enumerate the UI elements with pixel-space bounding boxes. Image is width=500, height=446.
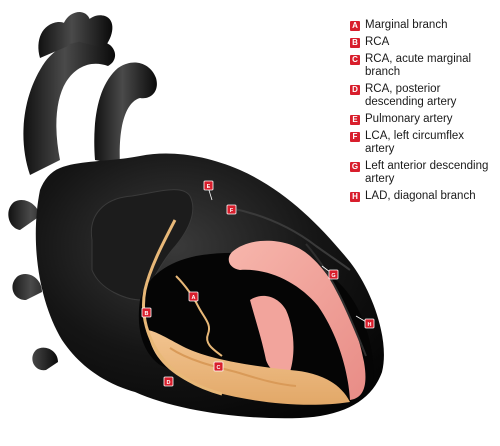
lad-artery <box>305 243 367 357</box>
papillary-muscle <box>250 295 294 375</box>
legend-badge-e: E <box>350 115 360 125</box>
legend-item-c: C RCA, acute marginal branch <box>350 53 496 79</box>
legend-badge-g: G <box>350 162 360 172</box>
legend-label-g: Left anterior descending artery <box>365 160 489 185</box>
pin-label-b: B <box>145 311 149 317</box>
legend-badge-d: D <box>350 85 360 95</box>
legend-label-h: LAD, diagonal branch <box>365 190 476 202</box>
legend-badge-c: C <box>350 55 360 65</box>
acute-marginal-artery <box>169 347 297 387</box>
legend-label-d: RCA, posterior descending artery <box>365 83 457 108</box>
legend-item-a: A Marginal branch <box>350 19 496 32</box>
pin-b: B <box>141 307 152 318</box>
ventricle-wall <box>228 240 366 400</box>
legend-label-b: RCA <box>365 36 390 48</box>
pin-label-e: E <box>207 184 211 190</box>
legend-badge-f: F <box>350 132 360 142</box>
pin-label-f: F <box>230 208 234 214</box>
pin-f: F <box>226 204 237 215</box>
pin-label-c: C <box>217 365 221 371</box>
pulmonary-trunk <box>94 62 157 165</box>
pin-d: D <box>163 376 174 387</box>
pin-g: G <box>328 269 339 280</box>
circumflex-artery <box>229 207 351 271</box>
pin-h: H <box>364 318 375 329</box>
pin-label-h: H <box>368 322 372 328</box>
legend-badge-a: A <box>350 21 360 31</box>
legend-item-h: H LAD, diagonal branch <box>350 190 496 203</box>
left-side-vessels <box>8 199 58 371</box>
legend-label-c: RCA, acute marginal branch <box>365 53 472 78</box>
legend-label-e: Pulmonary artery <box>365 113 453 125</box>
legend-item-e: E Pulmonary artery <box>350 113 496 126</box>
aortic-arch <box>23 38 116 175</box>
pin-e: E <box>203 180 214 191</box>
legend: A Marginal branch B RCA C RCA, acute mar… <box>350 19 496 207</box>
legend-label-f: LCA, left circumflex artery <box>365 130 465 155</box>
rca-artery <box>142 219 223 396</box>
legend-item-f: F LCA, left circumflex artery <box>350 130 496 156</box>
right-atrium <box>90 189 194 301</box>
legend-item-d: D RCA, posterior descending artery <box>350 83 496 109</box>
pin-label-a: A <box>192 295 196 301</box>
pin-a: A <box>188 291 199 302</box>
pin-c: C <box>213 361 224 372</box>
legend-item-g: G Left anterior descending artery <box>350 160 496 186</box>
legend-label-a: Marginal branch <box>365 19 448 31</box>
legend-badge-b: B <box>350 38 360 48</box>
pin-label-g: G <box>331 273 335 279</box>
legend-badge-h: H <box>350 192 360 202</box>
superior-vessels <box>38 12 113 58</box>
pin-label-d: D <box>167 380 171 386</box>
legend-item-b: B RCA <box>350 36 496 49</box>
